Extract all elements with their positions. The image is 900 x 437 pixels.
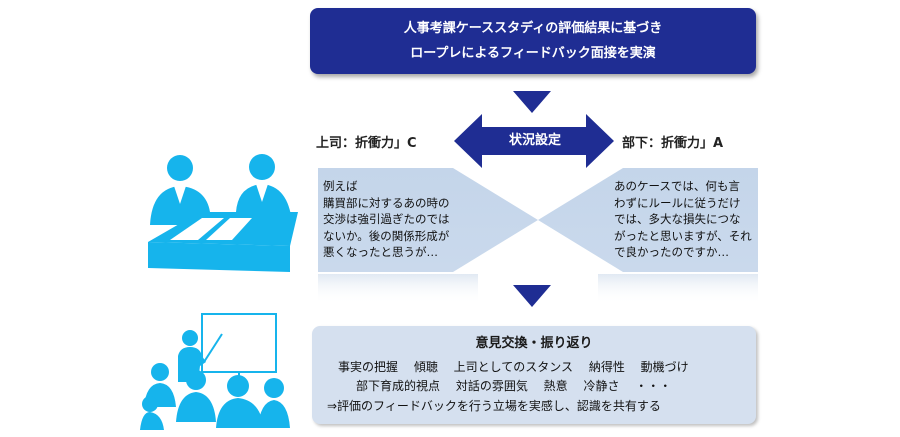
summary-box	[312, 326, 756, 424]
summary-line-1: 事実の把握 傾聴 上司としてのスタンス 納得性 動機づけ	[338, 360, 689, 374]
double-arrow-icon	[454, 114, 614, 168]
summary-line-2: 部下育成的視点 対話の雰囲気 熱意 冷静さ ・・・	[356, 379, 672, 393]
dialogue-panels	[318, 168, 758, 304]
boss-role-label: 上司：折衝力」C	[316, 136, 417, 151]
boss-speech-panel	[318, 168, 538, 272]
header-box: 人事考課ケーススタディの評価結果に基づき ロープレによるフィードバック面接を実演	[310, 8, 756, 74]
subordinate-role-label: 部下：折衝力」A	[622, 136, 724, 151]
down-arrow-top	[513, 91, 551, 113]
summary-line-3: ⇒評価のフィードバックを行う立場を実感し、認識を共有する	[327, 399, 661, 413]
down-arrow-bottom	[513, 285, 551, 307]
boss-speech-text: 例えば 購買部に対するあの時の 交渉は強引過ぎたのでは ないか。後の関係形成が …	[323, 179, 450, 259]
subordinate-speech-text: あのケースでは、何も言 わずにルールに従うだけ では、多大な損失につな がったと…	[614, 179, 752, 259]
panel-reflection-right	[598, 274, 758, 304]
meeting-illustration	[148, 154, 298, 272]
situation-label: 状況設定	[508, 133, 561, 148]
summary-title: 意見交換・振り返り	[475, 336, 593, 351]
subordinate-speech-panel	[538, 168, 758, 272]
header-line-2: ロープレによるフィードバック面接を実演	[410, 46, 656, 61]
panel-reflection-left	[318, 274, 478, 304]
header-line-1: 人事考課ケーススタディの評価結果に基づき	[403, 21, 663, 36]
presentation-illustration	[140, 313, 290, 430]
